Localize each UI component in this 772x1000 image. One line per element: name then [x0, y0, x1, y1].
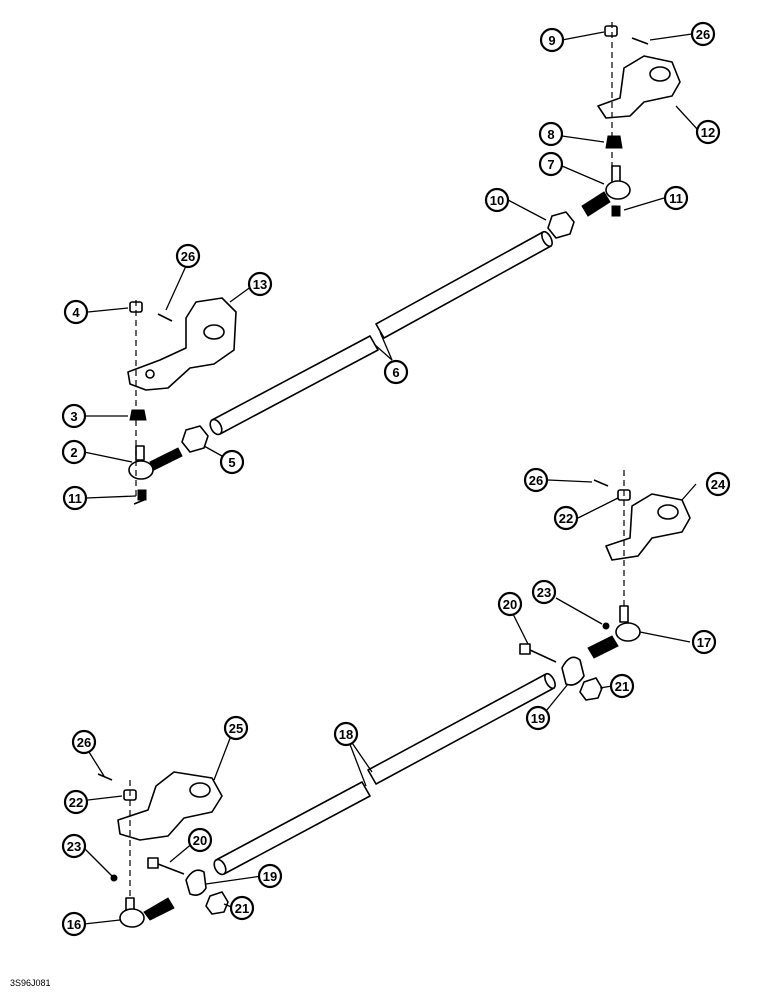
steering-arm-upper-right: [597, 55, 681, 119]
figure-code: 3S96J081: [10, 978, 51, 988]
svg-text:24: 24: [711, 477, 726, 492]
svg-text:18: 18: [339, 727, 353, 742]
callout-12: 12: [695, 119, 721, 145]
tie-rod-end-lower-left: [110, 874, 175, 928]
svg-text:7: 7: [547, 157, 554, 172]
steering-arm-upper-left: [127, 297, 237, 391]
svg-text:20: 20: [503, 597, 517, 612]
callout-13: 13: [247, 271, 273, 297]
svg-text:26: 26: [696, 27, 710, 42]
svg-text:6: 6: [392, 365, 399, 380]
callout-8: 8: [538, 121, 564, 147]
svg-text:11: 11: [669, 191, 683, 206]
svg-text:21: 21: [615, 679, 629, 694]
callout-19: 19: [257, 863, 283, 889]
callout-9: 9: [539, 27, 565, 53]
callout-3: 3: [61, 403, 87, 429]
svg-text:2: 2: [70, 445, 77, 460]
svg-text:10: 10: [490, 193, 504, 208]
tie-rod-end-upper-left: [128, 445, 183, 480]
callout-22: 22: [553, 505, 579, 531]
tie-rod-end-upper-right: [581, 165, 631, 217]
svg-text:9: 9: [548, 33, 555, 48]
clamp-lower-right: [561, 656, 585, 686]
grease-fitting-upper-right: [611, 205, 621, 217]
callout-11: 11: [663, 185, 689, 211]
callout-5: 5: [219, 449, 245, 475]
callout-11: 11: [62, 485, 88, 511]
seal-upper-right: [605, 135, 623, 149]
callout-7: 7: [538, 151, 564, 177]
callout-26: 26: [175, 243, 201, 269]
svg-text:21: 21: [235, 901, 249, 916]
svg-text:17: 17: [697, 635, 711, 650]
callout-22: 22: [63, 789, 89, 815]
callout-18: 18: [333, 721, 359, 747]
svg-text:23: 23: [67, 839, 81, 854]
callout-6: 6: [383, 359, 409, 385]
steering-arm-lower-right: [605, 493, 691, 561]
cotter-pin-upper-left: [157, 313, 173, 322]
clamp-lower-left: [185, 869, 207, 896]
tie-rod-tube-lower: [213, 672, 556, 876]
cotter-pin-upper-right: [631, 37, 649, 45]
callout-26: 26: [523, 467, 549, 493]
tie-rod-end-lower-right: [587, 605, 641, 659]
steering-arm-lower-left: [117, 771, 223, 841]
svg-text:26: 26: [77, 735, 91, 750]
callout-20: 20: [497, 591, 523, 617]
nut-lower-right: [579, 677, 603, 701]
svg-text:22: 22: [69, 795, 83, 810]
callout-16: 16: [61, 911, 87, 937]
svg-text:16: 16: [67, 917, 81, 932]
callout-26: 26: [690, 21, 716, 47]
callout-10: 10: [484, 187, 510, 213]
svg-text:23: 23: [537, 585, 551, 600]
svg-text:3: 3: [70, 409, 77, 424]
nut-lower-left: [205, 891, 229, 915]
svg-text:19: 19: [531, 711, 545, 726]
jam-nut-upper-left: [181, 425, 209, 453]
castle-nut-upper-right: [604, 25, 618, 37]
seal-upper-left: [129, 409, 147, 421]
svg-text:20: 20: [193, 833, 207, 848]
bolt-lower-right: [519, 643, 557, 663]
svg-text:12: 12: [701, 125, 715, 140]
svg-text:22: 22: [559, 511, 573, 526]
svg-text:5: 5: [228, 455, 235, 470]
callout-24: 24: [705, 471, 731, 497]
callout-21: 21: [609, 673, 635, 699]
svg-text:26: 26: [181, 249, 195, 264]
callout-20: 20: [187, 827, 213, 853]
svg-text:13: 13: [253, 277, 267, 292]
jam-nut-upper-right: [547, 211, 575, 239]
svg-text:25: 25: [229, 721, 243, 736]
callout-21: 21: [229, 895, 255, 921]
svg-text:26: 26: [529, 473, 543, 488]
callout-19: 19: [525, 705, 551, 731]
cotter-pin-lower-right: [593, 479, 609, 487]
tie-rod-tube-upper: [209, 230, 553, 436]
svg-text:4: 4: [72, 305, 80, 320]
svg-text:11: 11: [68, 491, 82, 506]
svg-text:8: 8: [547, 127, 554, 142]
callout-25: 25: [223, 715, 249, 741]
svg-text:19: 19: [263, 869, 277, 884]
callout-23: 23: [531, 579, 557, 605]
callout-26: 26: [71, 729, 97, 755]
callout-2: 2: [61, 439, 87, 465]
callout-17: 17: [691, 629, 717, 655]
grease-fitting-upper-left: [133, 489, 147, 505]
callout-23: 23: [61, 833, 87, 859]
callout-4: 4: [63, 299, 89, 325]
bolt-lower-left: [147, 857, 185, 875]
cotter-pin-lower-left: [97, 773, 113, 781]
